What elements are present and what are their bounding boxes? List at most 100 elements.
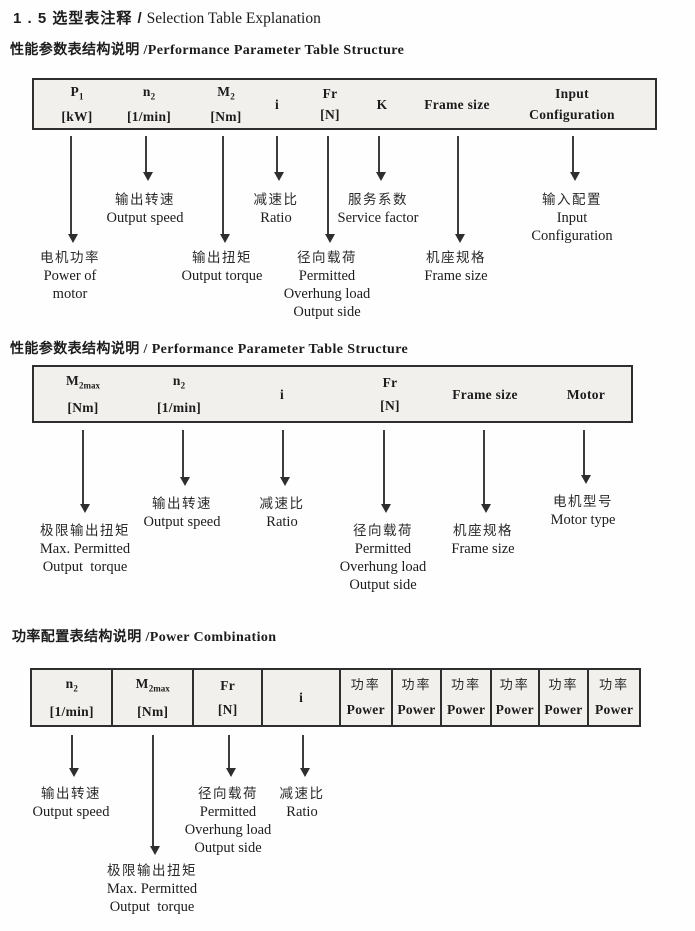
down-arrow-n2 — [69, 735, 79, 777]
table3-col-power-3: 功率 Power — [442, 670, 492, 725]
col-unit: Configuration — [529, 107, 615, 122]
col-unit: [Nm] — [210, 108, 242, 124]
down-arrow-frame-size — [481, 430, 491, 513]
col-unit: [kW] — [61, 108, 93, 124]
table3-col-fr: Fr [N] — [194, 670, 264, 725]
down-arrow-motor — [581, 430, 591, 484]
page-title-zh: 1 . 5 选型表注释 / — [13, 10, 143, 27]
table2-col-i: i — [280, 367, 284, 421]
page-title-en: Selection Table Explanation — [142, 10, 321, 27]
table1-col-p1: P1[kW] — [61, 80, 92, 128]
power-label-zh: 功率 — [401, 678, 432, 694]
table2-col-m2max: M2max[Nm] — [66, 367, 100, 421]
down-arrow-fr — [381, 430, 391, 513]
table1-col-fr: Fr [N] — [320, 80, 340, 128]
power-label-zh: 功率 — [451, 678, 482, 694]
col-symbol: Frame size — [424, 96, 490, 112]
col-symbol: n — [65, 676, 74, 692]
power-label-zh: 功率 — [548, 678, 579, 694]
down-arrow-p1 — [68, 136, 78, 243]
col-symbol: Motor — [566, 386, 606, 402]
col-symbol: M — [217, 84, 231, 100]
table2-col-motor: Motor — [567, 367, 605, 421]
power-label-en: Power — [447, 701, 486, 717]
section-heading-1: 性能参数表结构说明 /Performance Parameter Table S… — [10, 43, 405, 58]
power-label-en: Power — [544, 701, 583, 717]
col-unit: [N] — [217, 701, 238, 717]
col-symbol: i — [299, 690, 304, 705]
down-arrow-i — [300, 735, 310, 777]
table2-col-fr: Fr [N] — [380, 367, 400, 421]
down-arrow-i — [280, 430, 290, 486]
col-subscript: 2 — [150, 91, 156, 102]
performance-table-1: P1[kW] n2[1/min] M2[Nm] i Fr[N] K Frame … — [32, 78, 657, 130]
col-subscript: 2 — [180, 380, 186, 391]
col-unit: [1/min] — [49, 703, 94, 719]
power-label-en: Power — [397, 701, 436, 717]
col-symbol: M — [65, 373, 80, 389]
table3-col-power-5: 功率 Power — [540, 670, 590, 725]
power-label-zh: 功率 — [350, 678, 381, 694]
power-label-en: Power — [495, 701, 534, 717]
col-symbol: Frame size — [452, 386, 518, 402]
table1-col-n2: n2 [1/min] — [127, 80, 171, 128]
power-label-en: Power — [595, 701, 634, 717]
col-symbol: i — [279, 386, 285, 402]
col-subscript: 2 — [230, 91, 235, 102]
col-symbol: Fr — [322, 86, 338, 101]
col-symbol: n — [142, 84, 151, 100]
down-arrow-k — [376, 136, 386, 181]
col-symbol: n — [172, 373, 181, 389]
table1-col-i: i — [275, 80, 279, 128]
performance-table-2: M2max[Nm] n2 [1/min] i Fr [N] Frame size M… — [32, 365, 633, 423]
col-subscript: 2max — [79, 380, 101, 391]
power-label-zh: 功率 — [599, 678, 630, 694]
col-symbol: P — [70, 84, 80, 100]
table3-col-power-2: 功率 Power — [393, 670, 443, 725]
down-arrow-fr — [325, 136, 335, 243]
col-unit: [1/min] — [156, 399, 202, 415]
down-arrow-fr — [226, 735, 236, 777]
table2-col-n2: n2 [1/min] — [157, 367, 201, 421]
page-title: 1 . 5 选型表注释 / Selection Table Explanatio… — [13, 7, 321, 28]
col-symbol: K — [376, 96, 388, 112]
col-symbol: Input — [555, 86, 589, 101]
down-arrow-n2 — [143, 136, 153, 181]
down-arrow-input-configuration — [570, 136, 580, 181]
section-heading-2: 性能参数表结构说明 / Performance Parameter Table … — [10, 342, 409, 357]
col-symbol: Fr — [220, 678, 236, 694]
table3-col-power-6: 功率 Power — [589, 670, 639, 725]
col-subscript: 2 — [73, 684, 78, 695]
col-unit: [1/min] — [126, 108, 172, 124]
col-symbol: Fr — [382, 375, 398, 390]
col-unit: [N] — [380, 398, 400, 413]
section-heading-3: 功率配置表结构说明 /Power Combination — [12, 630, 277, 645]
down-arrow-m2max — [80, 430, 90, 513]
col-unit: [N] — [320, 107, 340, 122]
col-unit: [Nm] — [137, 703, 169, 719]
down-arrow-i — [274, 136, 284, 181]
table3-col-n2: n2 [1/min] — [32, 670, 114, 725]
